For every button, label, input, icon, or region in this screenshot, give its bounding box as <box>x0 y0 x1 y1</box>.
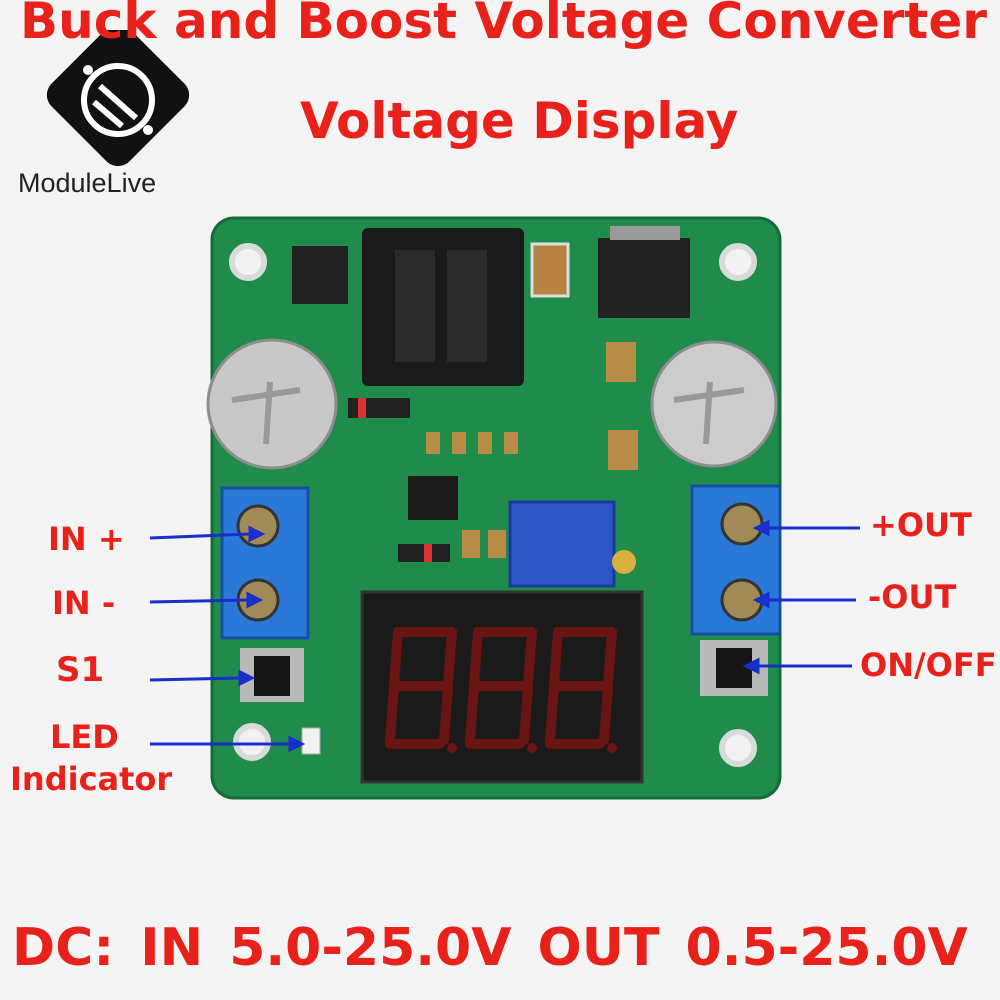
capacitor-c1 <box>530 242 570 298</box>
label-out-plus: +OUT <box>870 506 972 544</box>
smd-components <box>426 342 638 558</box>
title-line-2: Voltage Display <box>300 92 739 150</box>
switch-s1 <box>240 648 304 702</box>
callout-arrows <box>149 519 860 753</box>
regulator-u1 <box>598 238 690 318</box>
chip-u2 <box>408 476 458 520</box>
label-on-off: ON/OFF <box>860 646 997 684</box>
led-indicator <box>301 727 321 755</box>
mounting-holes <box>229 243 757 767</box>
modulelive-logo-icon <box>46 30 190 167</box>
diode <box>348 398 410 418</box>
spec-footer: DC: IN 5.0-25.0V OUT 0.5-25.0V <box>12 918 968 978</box>
label-in-plus: IN + <box>48 520 125 558</box>
label-in-minus: IN - <box>52 584 116 622</box>
electrolytic-capacitor-c6 <box>650 340 778 468</box>
output-terminal-block <box>690 484 782 636</box>
logo-brand-text: ModuleLive <box>18 168 157 198</box>
potentiometer <box>508 500 616 588</box>
seven-segment-display <box>360 590 644 784</box>
label-s1: S1 <box>56 650 105 690</box>
transistor-q3 <box>292 246 348 304</box>
label-indicator: Indicator <box>10 760 173 798</box>
label-led: LED <box>50 718 119 756</box>
input-terminal-block <box>220 486 310 640</box>
inductor <box>362 228 524 386</box>
title-line-1: Buck and Boost Voltage Converter <box>20 0 987 50</box>
label-out-minus: -OUT <box>868 578 957 616</box>
electrolytic-capacitor-c7 <box>206 338 338 470</box>
